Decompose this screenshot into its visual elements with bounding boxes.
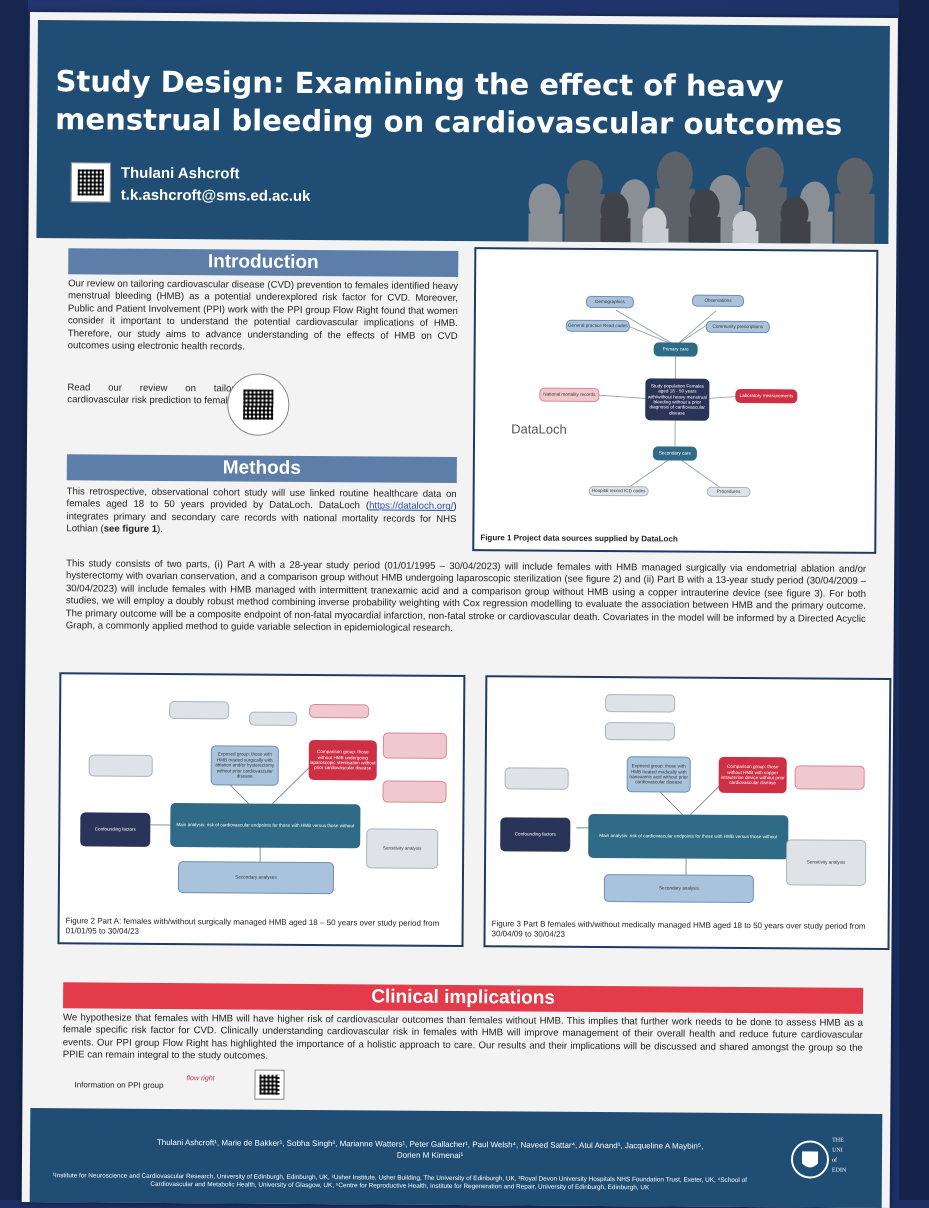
- hospital-codes-node: Hospital record ICD codes: [588, 485, 649, 497]
- poster-footer: Thulani Ashcroft¹, Marie de Bakker¹, Sob…: [29, 1108, 883, 1208]
- author-qr-code-icon: [70, 162, 111, 203]
- review-note: Read our review on tailoring cardiovascu…: [67, 382, 248, 407]
- clinical-implications-heading: Clinical implications: [63, 982, 864, 1014]
- author-list: Thulani Ashcroft¹, Marie de Bakker¹, Sob…: [156, 1137, 704, 1161]
- review-qr-code-icon: [227, 373, 290, 436]
- affiliations: ¹Institute for Neuroscience and Cardiova…: [52, 1172, 747, 1192]
- procedures-node: Procedures: [706, 486, 751, 498]
- fig2-data-node: [169, 700, 230, 720]
- introduction-heading: Introduction: [68, 248, 459, 277]
- methods-heading: Methods: [66, 454, 457, 483]
- figure-2-caption: Figure 2 Part A: females with/without su…: [65, 916, 440, 936]
- prescriptions-node: Community prescriptions: [705, 320, 770, 334]
- ppi-group-label: Information on PPI group: [74, 1080, 164, 1090]
- fig2-data-node: [249, 711, 298, 726]
- laboratory-node: Laboratory measurements: [735, 388, 798, 404]
- dataloch-logo: DataLoch: [511, 421, 567, 437]
- fig2-sensitivity-node: Sensitivity analysis: [366, 828, 439, 869]
- methods-text: This retrospective, observational cohort…: [66, 486, 456, 538]
- author-name: Thulani Ashcroft: [120, 164, 240, 183]
- methods-text-part: ).: [157, 524, 163, 536]
- clinical-implications-text: We hypothesize that females with HMB wil…: [62, 1012, 863, 1062]
- board-frame-right: [899, 0, 929, 1200]
- fig3-data-node: [604, 722, 676, 741]
- study-design-text: This study consists of two parts, (i) Pa…: [65, 558, 867, 634]
- figure-1-data-sources: Primary care Study population Females ag…: [472, 247, 879, 554]
- fig2-censoring-node: [382, 780, 447, 803]
- fig2-data-node: [309, 703, 370, 719]
- fig2-main-analysis-node: Main analysis: risk of cardiovascular en…: [170, 803, 361, 849]
- introduction-text: Our review on tailoring cardiovascular d…: [67, 278, 459, 353]
- fig3-data-node: [605, 694, 676, 713]
- figure-3-caption: Figure 3 Part B females with/without med…: [491, 919, 866, 939]
- figure-1-caption: Figure 1 Project data sources supplied b…: [480, 533, 678, 544]
- svg-text:THE: THE: [832, 1138, 844, 1144]
- fig3-sensitivity-node: Sensitivity analysis: [785, 839, 867, 886]
- poster-title: Study Design: Examining the effect of he…: [55, 64, 843, 142]
- author-email: t.k.ashcroft@sms.ed.ac.uk: [120, 186, 311, 205]
- svg-text:of: of: [832, 1157, 837, 1164]
- gp-codes-node: General practice Read codes: [565, 319, 630, 333]
- secondary-care-node: Secondary care: [652, 446, 697, 461]
- dataloch-link[interactable]: https://dataloch.org/: [369, 500, 454, 513]
- fig3-confounding-node: Confounding factors: [500, 817, 571, 852]
- primary-care-node: Primary care: [653, 342, 698, 357]
- svg-text:EDIN: EDIN: [832, 1168, 847, 1174]
- poster-header: Study Design: Examining the effect of he…: [36, 20, 890, 244]
- university-of-edinburgh-logo: THE UNI of EDIN: [791, 1138, 847, 1179]
- women-silhouettes-graphic: [528, 147, 875, 244]
- demographics-node: Demographics: [585, 295, 635, 309]
- fig3-main-analysis-node: Main analysis: risk of cardiovascular en…: [588, 813, 789, 860]
- svg-text:UNI: UNI: [832, 1148, 843, 1154]
- fig2-exclusion-node: [382, 732, 447, 759]
- figure-3-part-b: Exposed group: those with HMB treated me…: [483, 675, 892, 951]
- fig3-exposed-node: Exposed group: those with HMB treated me…: [626, 756, 691, 793]
- ppi-qr-code-icon: [254, 1069, 285, 1100]
- fig2-exclusion-node: [88, 754, 153, 777]
- fig3-comparison-node: Comparison group: those without HMB with…: [718, 756, 787, 794]
- fig3-exclusion-node: [504, 767, 569, 790]
- observations-node: Observations: [691, 294, 745, 307]
- fig2-confounding-node: Confounding factors: [80, 812, 151, 847]
- study-population-node: Study population Females aged 18 - 50 ye…: [645, 378, 710, 421]
- poster: Study Design: Examining the effect of he…: [21, 12, 898, 1208]
- fig3-exclusion-node: [794, 765, 865, 790]
- flow-right-logo: flow right: [186, 1075, 215, 1083]
- fig2-exposed-node: Exposed group: those with HMB treated su…: [210, 745, 279, 786]
- fig2-secondary-node: Secondary analyses: [177, 861, 335, 895]
- mortality-node: National mortality records: [539, 387, 600, 402]
- fig3-secondary-node: Secondary analysis: [603, 874, 754, 904]
- figure-2-part-a: Exposed group: those with HMB treated su…: [57, 672, 466, 948]
- figure-reference: see figure 1: [103, 523, 158, 536]
- fig2-comparison-node: Comparison group: those without HMB unde…: [308, 739, 377, 781]
